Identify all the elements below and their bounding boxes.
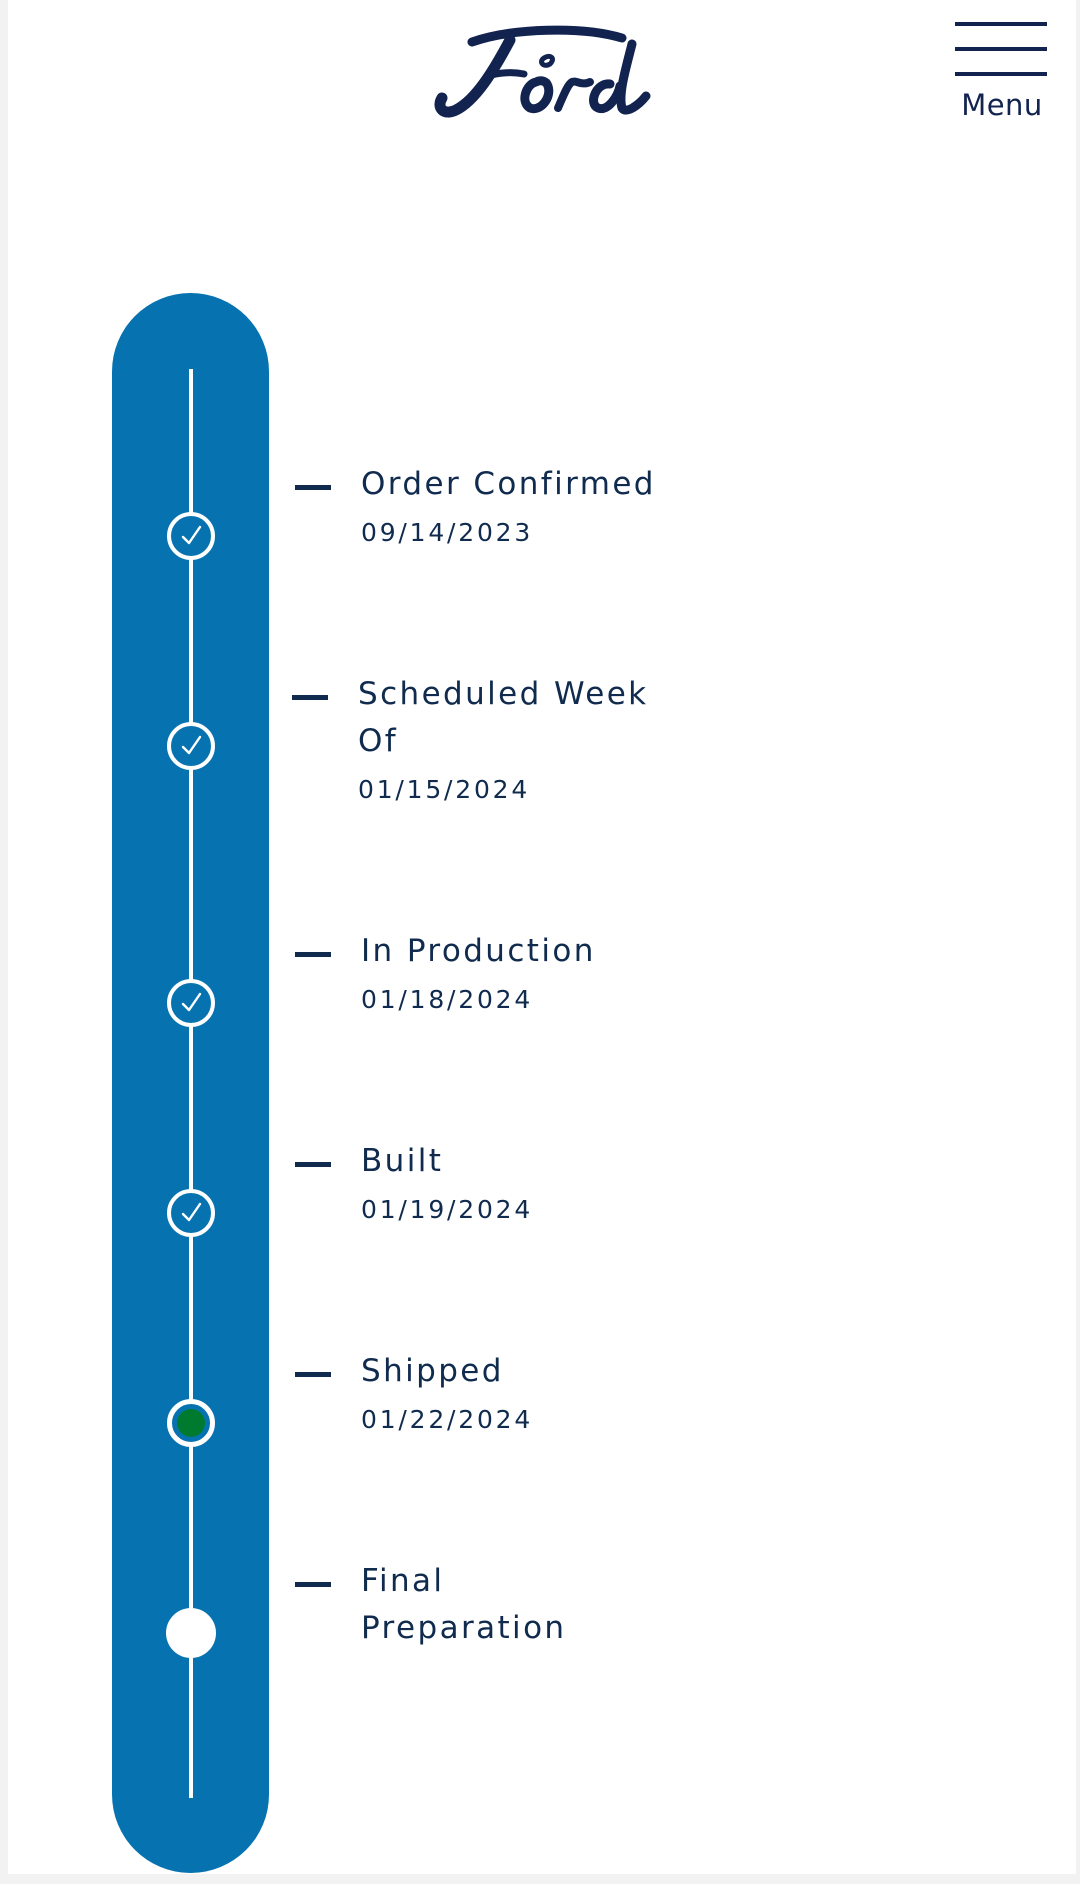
step-connector-dash (295, 952, 331, 957)
checkmark-icon (181, 992, 202, 1012)
hamburger-icon-line (955, 22, 1047, 26)
order-timeline-line (189, 369, 193, 1798)
step-current-icon (167, 1399, 215, 1447)
checkmark-icon (181, 735, 202, 755)
step-connector-dash (295, 1582, 331, 1587)
step-label-scheduled-week-of: Scheduled Week Of (358, 676, 649, 759)
step-connector-dash (292, 695, 328, 700)
step-label-in-production: In Production (361, 933, 596, 969)
checkmark-icon (181, 525, 202, 545)
current-status-dot (177, 1409, 205, 1437)
ford-logo[interactable] (432, 24, 660, 120)
step-label-shipped: Shipped (361, 1353, 504, 1389)
menu-button[interactable]: Menu (952, 22, 1048, 126)
step-date-in-production: 01/18/2024 (361, 985, 534, 1014)
step-pending-icon (166, 1608, 216, 1658)
step-date-scheduled-week-of: 01/15/2024 (358, 775, 531, 804)
menu-label: Menu (961, 88, 1043, 122)
step-label-order-confirmed: Order Confirmed (361, 466, 656, 502)
step-complete-icon (167, 979, 215, 1027)
step-complete-icon (167, 1189, 215, 1237)
hamburger-icon-line (955, 72, 1047, 76)
checkmark-icon (181, 1202, 202, 1222)
ford-logo-script (434, 25, 651, 118)
step-complete-icon (167, 512, 215, 560)
step-label-final-preparation: Final Preparation (361, 1563, 567, 1646)
step-complete-icon (167, 722, 215, 770)
step-date-order-confirmed: 09/14/2023 (361, 518, 534, 547)
step-connector-dash (295, 1162, 331, 1167)
step-date-shipped: 01/22/2024 (361, 1405, 534, 1434)
step-date-built: 01/19/2024 (361, 1195, 534, 1224)
step-label-built: Built (361, 1143, 444, 1179)
hamburger-icon-line (955, 47, 1047, 51)
step-connector-dash (295, 1372, 331, 1377)
step-connector-dash (295, 485, 331, 490)
